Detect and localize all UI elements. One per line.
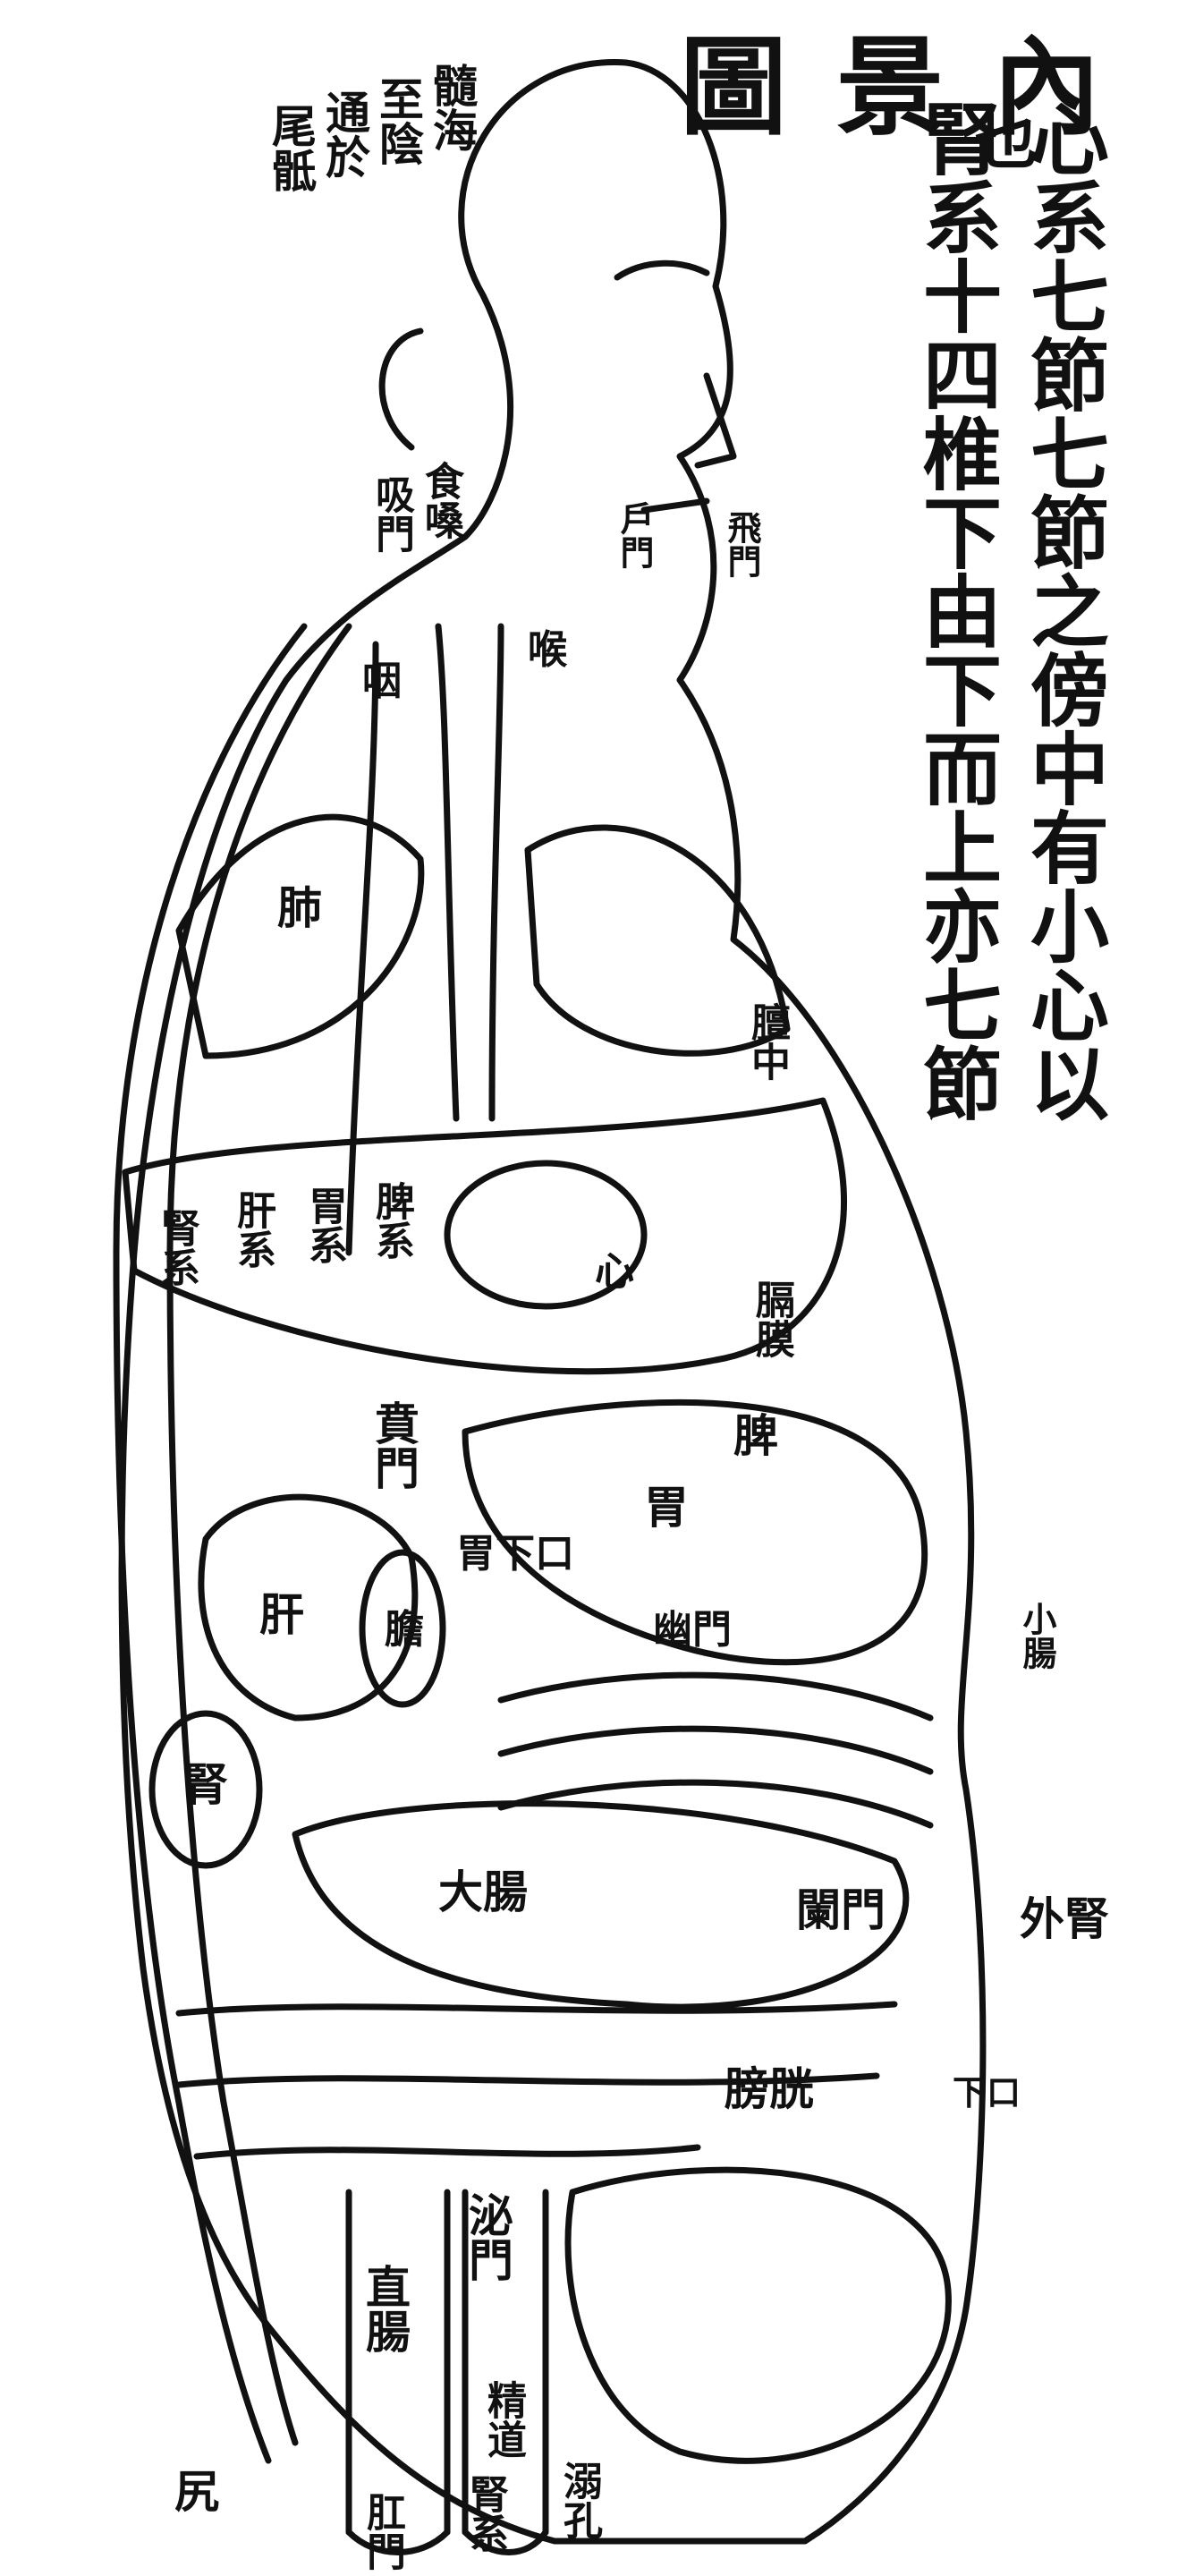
label-mi-men: 泌門: [465, 2192, 510, 2282]
label-tan-zhong: 膻中: [747, 1002, 786, 1081]
label-lan-men: 闌門: [796, 1888, 886, 1933]
label-shen-xi: 腎系: [157, 1208, 196, 1287]
label-xia-kou: 下口: [953, 2076, 1021, 2110]
label-tong-yu: 通於: [322, 89, 367, 179]
label-fei-men: 飛門: [725, 510, 758, 578]
label-fei: 肺: [277, 886, 322, 931]
label-wei: 胃: [644, 1485, 689, 1530]
small-intestine-1: [501, 1675, 930, 1718]
trachea: [438, 626, 456, 1118]
rectum: [349, 2192, 447, 2532]
label-wai-ren: 外腎: [1020, 1897, 1109, 1942]
label-da-chang: 大腸: [438, 1870, 528, 1915]
label-shen: 腎: [183, 1763, 228, 1807]
label-gan-xi: 肝系: [233, 1190, 272, 1269]
label-wei-xia-kou: 胃下口: [456, 1535, 574, 1574]
body-outline: [122, 63, 983, 2541]
label-ge-mo: 膈膜: [751, 1279, 791, 1358]
label-kao: 尻: [174, 2470, 219, 2514]
label-pang-guang: 膀胱: [725, 2067, 814, 2112]
label-ben-men: 賁門: [371, 1400, 416, 1490]
label-xi-men: 吸門: [371, 474, 411, 553]
trachea-r: [492, 626, 501, 1118]
spine: [116, 626, 304, 2461]
label-xin: 心: [595, 1253, 634, 1292]
label-wei-xi: 胃系: [304, 1186, 343, 1264]
ear: [382, 331, 420, 447]
label-zhi-chang: 直腸: [362, 2264, 407, 2353]
esophagus: [349, 644, 376, 1253]
eye: [617, 263, 707, 277]
label-gang-men: 肛門: [362, 2492, 402, 2571]
liver: [201, 1497, 415, 1718]
label-sui-hai: 髓海: [429, 63, 474, 152]
label-dan: 膽: [385, 1611, 424, 1650]
small-intestine-2: [501, 1729, 930, 1772]
label-you-men: 幽門: [653, 1611, 732, 1650]
label-ni-kong: 溺孔: [559, 2461, 598, 2539]
label-yan: 咽: [362, 662, 402, 701]
lung-left: [179, 817, 421, 1056]
text-column-2: 腎系十四椎下由下而上亦七節: [912, 98, 1001, 1122]
label-zhi-yin: 至陰: [376, 76, 420, 166]
bladder: [568, 2170, 948, 2461]
text-column-1: 心系七節七節之傍中有小心以: [1020, 98, 1108, 1122]
label-jing-dao-top: 精道: [483, 2380, 522, 2459]
label-hou: 喉: [528, 631, 567, 670]
label-shi-sang: 食嗓: [420, 461, 460, 540]
label-gan: 肝: [259, 1593, 304, 1637]
label-pi: 脾: [733, 1414, 778, 1458]
label-xiao-chang: 小腸: [1020, 1602, 1054, 1670]
text-column-3: 也: [966, 107, 1036, 170]
label-jing-dao: 腎系: [465, 2474, 504, 2553]
label-hu-men: 戶門: [617, 501, 651, 569]
label-wei-di: 尾骶: [268, 103, 313, 192]
label-pi-xi: 脾系: [371, 1181, 411, 1260]
